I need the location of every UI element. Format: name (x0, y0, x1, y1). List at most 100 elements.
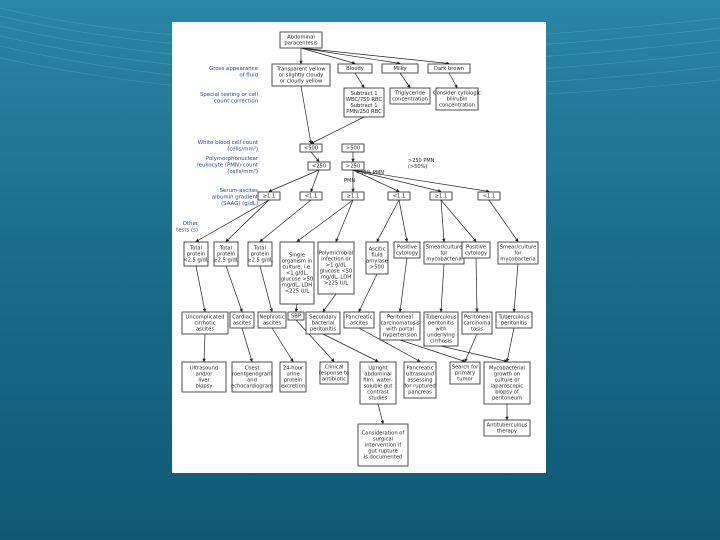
flow-edge (448, 72, 458, 89)
flow-node-text: Antituberculous (487, 423, 528, 429)
flow-node-text: <1.1 (305, 194, 318, 200)
flowchart-edges (195, 47, 519, 425)
flow-node-text: fluid (371, 253, 382, 259)
flow-node-text: assessing (407, 378, 432, 384)
flow-node-text: pancreas (408, 390, 432, 396)
side-label-text: Gross appearance (209, 66, 259, 72)
flow-node-text: mycobacteria (426, 257, 461, 263)
flow-node-text: 24-hour (283, 366, 304, 372)
flow-node-text: Milky (393, 66, 406, 72)
flow-node-text: ascites (196, 327, 214, 333)
flow-node-text: <1.1 (393, 194, 406, 200)
flow-node-text: underlying (427, 333, 455, 339)
edge-label-pmn-note: PMN (344, 178, 355, 184)
flow-edge (440, 199, 477, 243)
flow-node-text: >1 g/dL (326, 263, 347, 269)
flow-edge (322, 333, 379, 362)
side-label-text: (cells/mm³) (227, 145, 258, 152)
flow-node-text: culture, i.e. (282, 265, 312, 271)
flow-node-text: Pancreatic (407, 366, 434, 372)
flow-edge (310, 151, 320, 163)
flow-node-text: bilirubin (446, 97, 467, 103)
flow-node-text: peritonitis (501, 321, 527, 327)
flow-node-bloody: Bloody (337, 63, 373, 74)
flow-node-text: Dark brown (434, 66, 464, 72)
flow-node-text: Tuberculous (425, 315, 457, 321)
side-label-text: tests (s) (176, 227, 198, 233)
flow-edge (377, 403, 384, 425)
flow-node-text: protein (217, 252, 235, 258)
flow-edge (399, 72, 411, 89)
flow-edge (300, 47, 401, 65)
flow-node-text: Transparent yellow (276, 67, 327, 73)
flow-node-text: >500 (346, 146, 360, 152)
flow-node-text: Single (289, 253, 305, 259)
flow-node-dark-brown: Dark brown (427, 63, 471, 74)
flow-node-text: Subtract 1 (350, 91, 377, 97)
flow-node-saag-4: <1.1 (387, 191, 411, 201)
flow-node-text: cirrhosis (430, 339, 452, 345)
flow-node-text: ascites (263, 321, 281, 327)
flow-node-text: culture or (494, 378, 520, 384)
flow-edge (310, 116, 365, 144)
flow-edge (271, 327, 294, 363)
flow-node-text: Consideration of (362, 431, 405, 437)
flow-node-text: cytology (396, 251, 418, 257)
flow-node-text: Pancreatic (346, 315, 373, 321)
flow-node-saag-2: <1.1 (299, 191, 323, 201)
flow-node-text: glucose >50 (281, 277, 314, 283)
flow-node-saag-3: ≥1.1 (341, 191, 365, 201)
flow-edge (376, 199, 400, 243)
flow-node-text: film, water- (363, 378, 393, 384)
flow-node-text: amylase (366, 259, 388, 265)
flow-node-text: Smear/culture (426, 245, 463, 251)
flow-node-d-tb-cirrhosis: Tuberculousperitonitiswithunderlyingcirr… (423, 311, 459, 347)
flow-node-text: with portal (386, 327, 414, 333)
flow-node-text: growth on (494, 372, 520, 378)
flow-node-text: response to (319, 371, 349, 377)
flow-node-text: Subtract 1 (350, 103, 377, 109)
flow-node-text: Mycobacterial (489, 366, 525, 372)
side-label-text: of fluid (239, 72, 258, 78)
flow-node-text: Total (253, 246, 266, 252)
flow-node-text: <500 (304, 146, 318, 152)
flow-node-wbc-low: <500 (299, 143, 323, 153)
flow-edge (300, 47, 356, 65)
flow-node-text: for ruptured (404, 384, 435, 390)
flow-node-text: Peritoneal (387, 315, 413, 321)
flow-edge (296, 199, 354, 242)
flow-node-text: concentration (439, 103, 475, 109)
flow-node-text: Cardiac (232, 315, 252, 321)
flow-node-saag-6: <1.1 (477, 191, 501, 201)
flow-node-text: >500 (370, 265, 384, 271)
flow-node-text: Tuberculous (498, 315, 530, 321)
flow-edge (352, 169, 400, 192)
flow-edge (259, 265, 273, 313)
flow-node-text: with (435, 327, 446, 333)
flow-edge (225, 199, 270, 242)
flow-edge (439, 263, 445, 313)
flow-edge (358, 273, 378, 313)
flow-edge (310, 169, 320, 193)
flow-node-text: <1.1 (483, 194, 496, 200)
flow-edge (512, 263, 519, 313)
flow-node-text: tosis (471, 327, 483, 333)
